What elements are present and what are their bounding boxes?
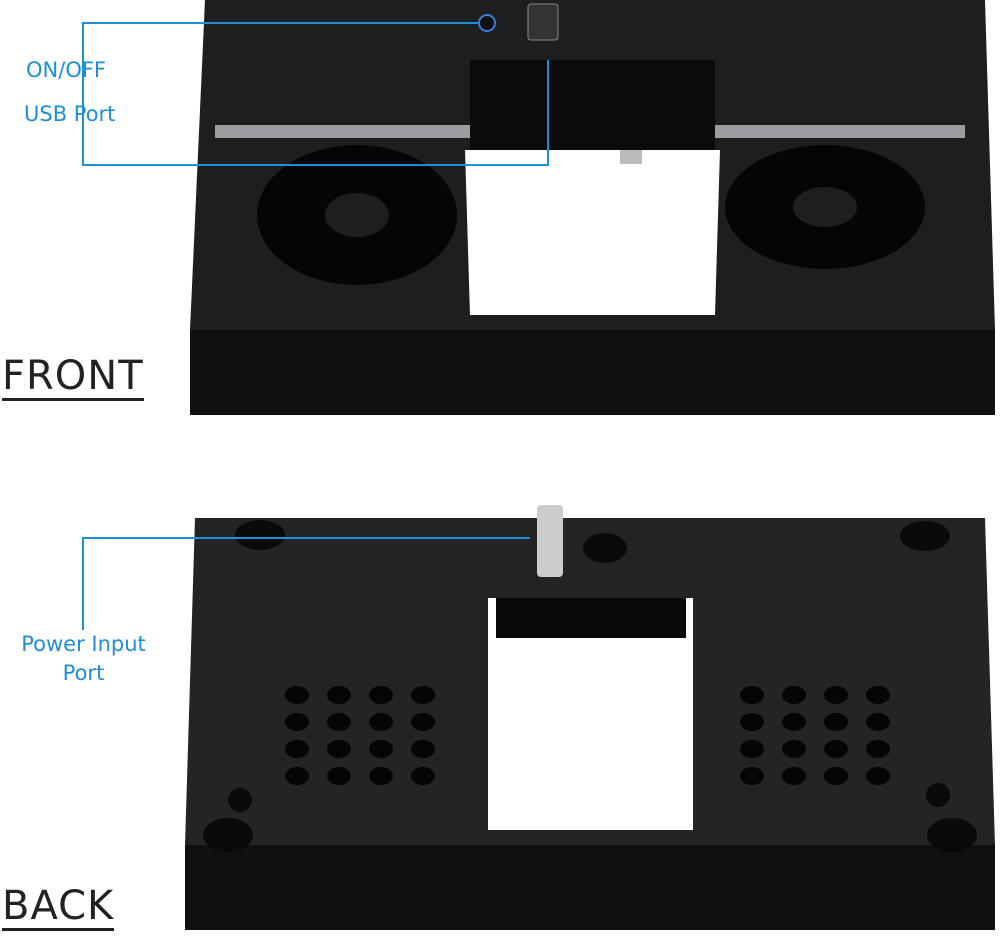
vent-hole	[866, 767, 890, 785]
vent-hole	[369, 686, 393, 704]
vent-hole	[411, 767, 435, 785]
vent-hole	[285, 713, 309, 731]
right-fan	[725, 145, 925, 269]
front-heading: FRONT	[2, 353, 144, 401]
vent-hole	[411, 740, 435, 758]
vent-hole	[740, 740, 764, 758]
vent-hole	[824, 740, 848, 758]
vent-hole	[327, 686, 351, 704]
vent-hole	[866, 686, 890, 704]
vent-hole	[369, 740, 393, 758]
vent-hole	[824, 686, 848, 704]
vent-hole	[327, 767, 351, 785]
vent-hole	[327, 713, 351, 731]
front-device	[82, 0, 995, 415]
vent-hole	[740, 767, 764, 785]
vent-hole	[411, 713, 435, 731]
vent-hole	[782, 713, 806, 731]
on-off-label: ON/OFF	[26, 58, 107, 82]
vent-hole	[285, 740, 309, 758]
vent-hole	[782, 767, 806, 785]
vent-hole	[866, 713, 890, 731]
vent-hole	[740, 713, 764, 731]
vent-hole	[369, 767, 393, 785]
vent-hole	[285, 686, 309, 704]
back-device	[82, 505, 995, 930]
power-input-line2: Port	[62, 661, 105, 685]
vent-hole	[824, 713, 848, 731]
vent-hole	[782, 740, 806, 758]
vent-hole	[327, 740, 351, 758]
vent-hole	[740, 686, 764, 704]
vent-hole	[411, 686, 435, 704]
power-input-port-label: Power Input Port	[6, 630, 161, 688]
vent-hole	[782, 686, 806, 704]
back-heading: BACK	[2, 883, 115, 931]
vent-hole	[285, 767, 309, 785]
vent-hole	[866, 740, 890, 758]
vent-hole	[369, 713, 393, 731]
vent-hole	[824, 767, 848, 785]
power-input-line1: Power Input	[21, 632, 146, 656]
left-fan	[257, 145, 457, 285]
vent-holes	[285, 686, 890, 785]
usb-port-label: USB Port	[24, 102, 116, 126]
